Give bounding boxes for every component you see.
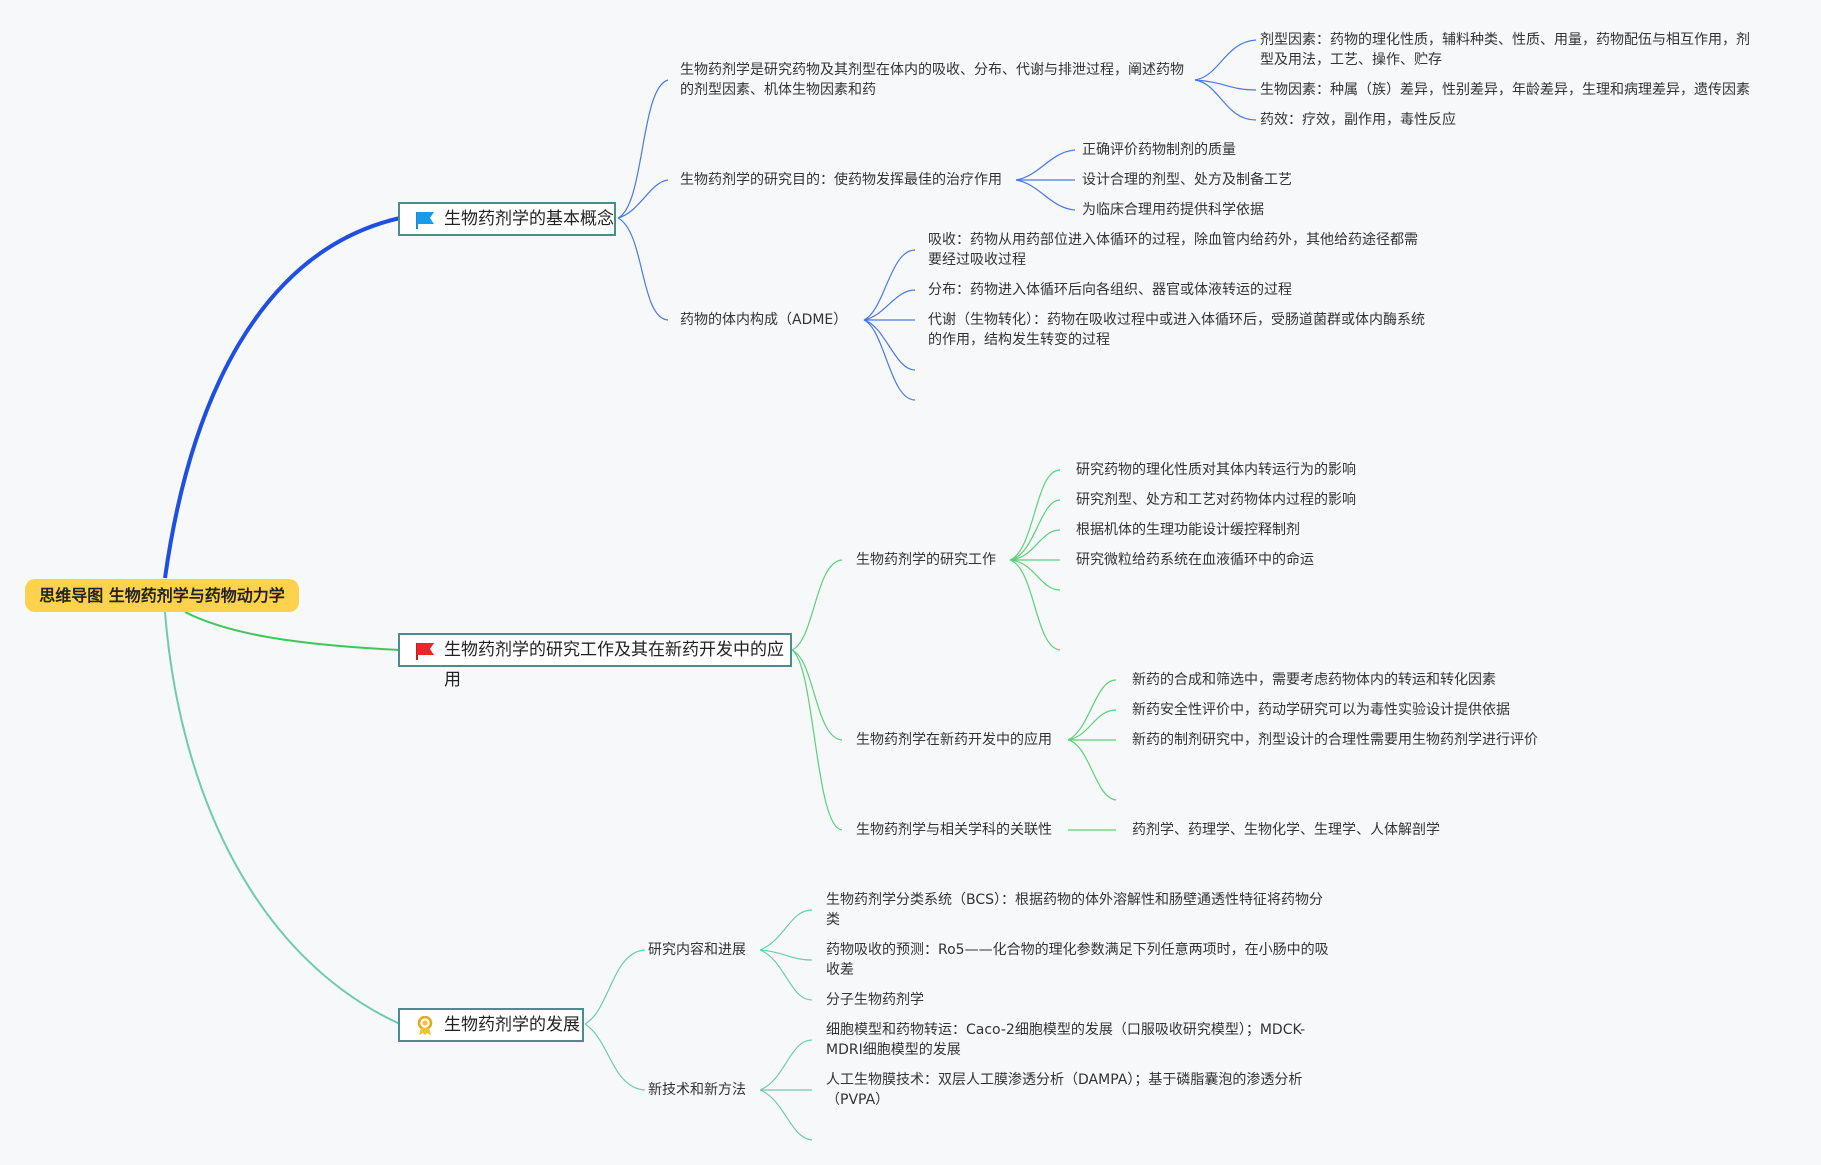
leaf-artificial-membrane[interactable]: 人工生物膜技术：双层人工膜渗透分析（DAMPA）；基于磷脂囊泡的渗透分析（PVP… (826, 1072, 1303, 1108)
root-node[interactable]: 思维导图 生物药剂学与药物动力学 (25, 579, 299, 612)
leaf-particle-delivery[interactable]: 研究微粒给药系统在血液循环中的命运 (1076, 552, 1314, 568)
leaf-absorption[interactable]: 吸收：药物从用药部位进入体循环的过程，除血管内给药外，其他给药途径都需要经过吸收… (928, 232, 1418, 268)
leaf-molecular-biopharmaceutics[interactable]: 分子生物药剂学 (826, 992, 924, 1008)
leaf-efficacy[interactable]: 药效：疗效，副作用，毒性反应 (1260, 112, 1456, 128)
leaf-evaluate-quality[interactable]: 正确评价药物制剂的质量 (1082, 142, 1236, 158)
topic-label: 生物药剂学的基本概念 (444, 209, 614, 229)
connector-root-t2 (184, 611, 401, 651)
topic-label: 生物药剂学的研究工作及其在新药开发中的应用 (444, 640, 784, 690)
subtopic-new-technology[interactable]: 新技术和新方法 (648, 1082, 746, 1098)
subtopic-adme[interactable]: 药物的体内构成（ADME） (680, 312, 848, 328)
subtopic-definition[interactable]: 生物药剂学是研究药物及其剂型在体内的吸收、分布、代谢与排泄过程，阐述药物的剂型因… (680, 62, 1184, 98)
leaf-bcs[interactable]: 生物药剂学分类系统（BCS）：根据药物的体外溶解性和肠壁通透性特征将药物分类 (826, 892, 1324, 928)
leaf-formulation-research[interactable]: 新药的制剂研究中，剂型设计的合理性需要用生物药剂学进行评价 (1132, 732, 1538, 748)
leaf-formulation-effect[interactable]: 研究剂型、处方和工艺对药物体内过程的影响 (1076, 492, 1356, 508)
connector-root-t1 (163, 216, 401, 579)
leaf-design-dosage-form[interactable]: 设计合理的剂型、处方及制备工艺 (1082, 172, 1292, 188)
subtopic-drug-development[interactable]: 生物药剂学在新药开发中的应用 (856, 732, 1052, 748)
subtopic-research-work[interactable]: 生物药剂学的研究工作 (856, 552, 996, 568)
connector-root-t3 (164, 611, 401, 1025)
leaf-safety-evaluation[interactable]: 新药安全性评价中，药动学研究可以为毒性实验设计提供依据 (1132, 702, 1510, 718)
leaf-ro5[interactable]: 药物吸收的预测：Ro5——化合物的理化参数满足下列任意两项时，在小肠中的吸收差 (826, 942, 1329, 978)
red-flag-icon (416, 643, 434, 660)
leaf-biological-factors[interactable]: 生物因素：种属（族）差异，性别差异，年龄差异，生理和病理差异，遗传因素 (1260, 82, 1750, 98)
blue-flag-icon (416, 212, 434, 229)
topic-label: 生物药剂学的发展 (444, 1015, 580, 1035)
topic-research-work[interactable]: 生物药剂学的研究工作及其在新药开发中的应用 (398, 633, 792, 690)
topic-basic-concepts[interactable]: 生物药剂学的基本概念 (398, 202, 616, 236)
leaf-distribution[interactable]: 分布：药物进入体循环后向各组织、器官或体液转运的过程 (928, 282, 1292, 298)
leaf-metabolism[interactable]: 代谢（生物转化）：药物在吸收过程中或进入体循环后，受肠道菌群或体内酶系统的作用，… (928, 312, 1425, 348)
leaf-physchem-effect[interactable]: 研究药物的理化性质对其体内转运行为的影响 (1076, 462, 1356, 478)
subtopic-related-disciplines[interactable]: 生物药剂学与相关学科的关联性 (856, 822, 1052, 838)
leaf-disciplines[interactable]: 药剂学、药理学、生物化学、生理学、人体解剖学 (1132, 822, 1440, 838)
leaf-dosage-form-factors[interactable]: 剂型因素：药物的理化性质，辅料种类、性质、用量，药物配伍与相互作用，剂型及用法，… (1260, 32, 1750, 68)
topic-development[interactable]: 生物药剂学的发展 (398, 1008, 584, 1042)
award-ribbon-icon (417, 1016, 433, 1035)
leaf-controlled-release[interactable]: 根据机体的生理功能设计缓控释制剂 (1076, 522, 1300, 538)
leaf-synthesis-screening[interactable]: 新药的合成和筛选中，需要考虑药物体内的转运和转化因素 (1132, 672, 1496, 688)
leaf-clinical-basis[interactable]: 为临床合理用药提供科学依据 (1082, 202, 1264, 218)
subtopic-research-progress[interactable]: 研究内容和进展 (648, 942, 746, 958)
subtopic-research-purpose[interactable]: 生物药剂学的研究目的：使药物发挥最佳的治疗作用 (680, 172, 1002, 188)
leaf-cell-model[interactable]: 细胞模型和药物转运：Caco-2细胞模型的发展（口服吸收研究模型）；MDCK-M… (826, 1022, 1306, 1058)
